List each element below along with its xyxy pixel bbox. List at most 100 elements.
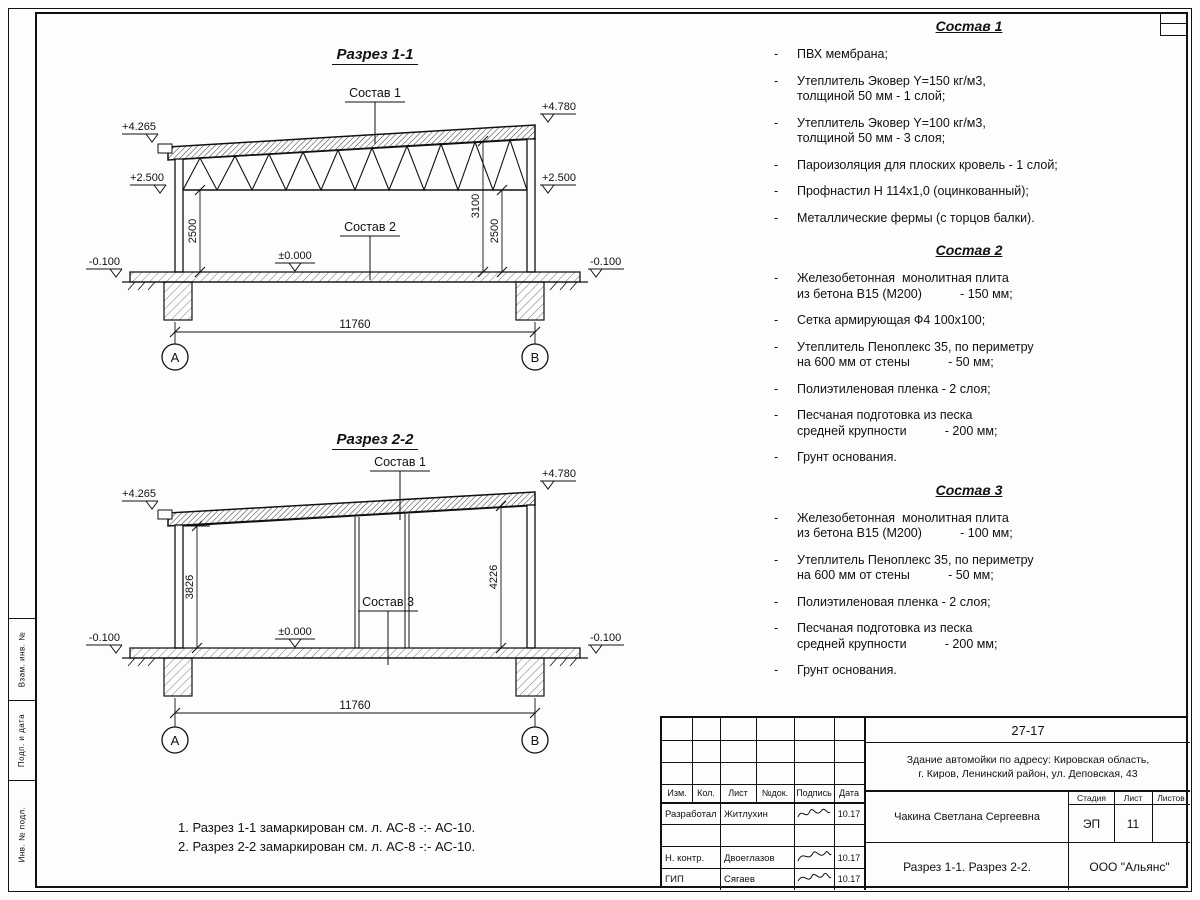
tb-sheets-label: Листов [1157,792,1185,803]
dim-right-2500: 2500 [489,184,508,278]
notes: 1. Разрез 1-1 замаркирован см. л. АС-8 -… [178,818,475,856]
tb-doc-number: 27-17 [1011,722,1045,738]
spec-item: Утеплитель Эковер Y=150 кг/м3, толщиной … [765,74,1173,105]
section-1-1-title: Разрез 1-1 [280,46,470,65]
section-1-1-drawing: Состав 1 Состав 2 +4.265 +2.500 -0.100 ± [86,86,624,371]
corner-stamp-box [1160,12,1188,36]
interior-partitions [354,514,410,648]
spec-item: Утеплитель Пеноплекс 35, по периметру на… [765,340,1173,371]
tb-sheet-title: Разрез 1-1. Разрез 2-2. [903,859,1031,874]
foundations [163,657,545,697]
tb-sheet-label: Лист [1123,792,1143,803]
spec-lists: Состав 1 ПВХ мембрана; Утеплитель Эковер… [765,18,1173,690]
tb-col-podpis: Подпись [796,788,832,798]
axis-bubble-b: В [521,721,549,754]
svg-text:А: А [171,350,180,365]
tb-company: ООО "Альянс" [1089,859,1170,874]
tb-stage-label: Стадия [1077,792,1106,803]
title-block: Изм. Кол. Лист №док. Подпись Дата Разраб… [660,716,1190,890]
tb-role-nkontr: Н. контр. [665,852,705,864]
spec-item: Утеплитель Эковер Y=100 кг/м3, толщиной … [765,116,1173,147]
tb-col-kol: Кол. [697,788,715,798]
spec-item: Грунт основания. [765,663,1173,679]
dim-right-3100: 3100 [470,135,489,278]
svg-text:+2.500: +2.500 [130,172,164,184]
floor-slab [122,647,588,667]
callout-sostav-1: Состав 1 [345,86,405,144]
signature [797,851,832,862]
svg-text:В: В [531,350,540,365]
strip-label: Инв. № подл. [17,806,26,863]
spec-item: Сетка армирующая Ф4 100х100; [765,313,1173,329]
svg-text:Состав 3: Состав 3 [362,595,414,609]
tb-col-ndok: №док. [761,788,789,798]
tb-person: Чакина Светлана Сергеевна [894,811,1040,823]
spec-item: Железобетонная монолитная плита из бетон… [765,511,1173,542]
svg-text:В: В [531,733,540,748]
spec-item: Полиэтиленовая пленка - 2 слоя; [765,595,1173,611]
elevation-mark-top-right: +4.780 [540,468,576,490]
tb-sheets-total [1152,805,1190,842]
svg-text:+4.265: +4.265 [122,121,156,133]
svg-text:+4.265: +4.265 [122,488,156,500]
section-2-2-drawing: Состав 1 Состав 3 +4.265 +4.780 -0.100 ± [86,455,624,754]
spec-item: Грунт основания. [765,450,1173,466]
tb-col-data: Дата [839,788,859,798]
tb-name-nkontr: Двоеглазов [724,852,775,864]
svg-text:3100: 3100 [470,194,482,218]
callout-sostav-2: Состав 2 [340,220,400,280]
svg-text:±0.000: ±0.000 [278,250,312,262]
svg-text:±0.000: ±0.000 [278,626,312,638]
note-line-1: 1. Разрез 1-1 замаркирован см. л. АС-8 -… [178,820,476,835]
spec-item: Полиэтиленовая пленка - 2 слоя; [765,382,1173,398]
signature [797,808,831,818]
spec-item: ПВХ мембрана; [765,47,1173,63]
section-2-2-title: Разрез 2-2 [280,431,470,450]
foundations [163,281,545,321]
spec-item: Пароизоляция для плоских кровель - 1 сло… [765,158,1173,174]
svg-text:4226: 4226 [488,565,500,589]
signature [797,872,832,882]
axis-bubble-b: В [521,340,549,371]
outer-border [8,8,1192,892]
svg-text:3826: 3826 [184,575,196,599]
svg-text:Состав 2: Состав 2 [344,220,396,234]
callout-sostav-3: Состав 3 [358,595,418,665]
svg-text:+4.780: +4.780 [542,468,576,480]
spec-item: Металлические фермы (с торцов балки). [765,211,1173,227]
tb-role-razrabotal: Разработал [665,808,717,820]
svg-text:+4.780: +4.780 [542,101,576,113]
elevation-mark-zero: ±0.000 [275,250,315,272]
strip-label: Взам. инв. № [17,631,26,688]
elevation-mark-top-left: +4.265 [122,121,159,143]
axis-bubble-a: А [161,721,189,754]
spec-heading-sostav-3: Состав 3 [935,481,1003,498]
tb-sheet-number: 11 [1126,816,1140,831]
svg-text:11760: 11760 [339,700,370,712]
svg-text:Состав 1: Состав 1 [349,86,401,100]
strip-cell-podp: Подп. и дата [8,700,35,780]
elevation-mark-mid-right: +2.500 [540,172,576,194]
tb-project: Здание автомойки по адресу: Кировская об… [906,753,1150,780]
elevation-mark-bottom-left: -0.100 [86,256,123,278]
svg-text:+2.500: +2.500 [542,172,576,184]
spec-heading-sostav-1: Состав 1 [935,18,1003,34]
spec-item: Профнастил Н 114х1,0 (оцинкованный); [765,184,1173,200]
tb-name-gip: Сягаев [724,873,755,885]
elevation-mark-top-right: +4.780 [540,101,576,123]
elevation-mark-bottom-left: -0.100 [86,632,123,654]
spec-item: Песчаная подготовка из песка средней кру… [765,621,1173,652]
elevation-mark-bottom-right: -0.100 [588,256,624,278]
svg-text:-0.100: -0.100 [590,256,621,268]
spec-item: Песчаная подготовка из песка средней кру… [765,408,1173,439]
tb-name-razrabotal: Житлухин [724,808,768,820]
spec-heading-sostav-2: Состав 2 [935,242,1003,258]
dim-left-2500: 2500 [187,184,210,278]
strip-label: Подп. и дата [17,713,26,768]
tb-date-gip: 10.17 [837,874,861,884]
callout-sostav-1: Состав 1 [370,455,430,520]
svg-text:2500: 2500 [187,219,199,243]
spec-item: Железобетонная монолитная плита из бетон… [765,271,1173,302]
strip-cell-vzam: Взам. инв. № [8,618,35,700]
